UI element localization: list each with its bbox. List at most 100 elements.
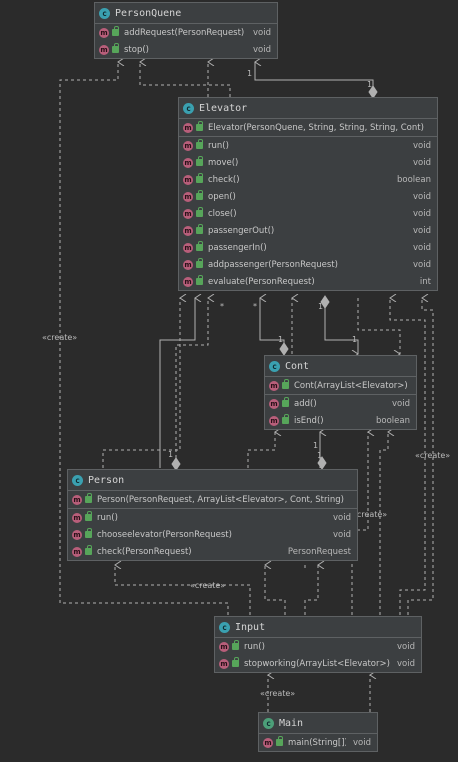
method-row[interactable]: m stopworking(ArrayList<Elevator>) void: [215, 655, 421, 672]
class-header: c PersonQuene: [95, 3, 277, 24]
class-header: c Input: [215, 617, 421, 638]
method-icon: m: [269, 380, 279, 391]
public-visibility-icon: [196, 139, 203, 149]
constructor-name: Person(PersonRequest, ArrayList<Elevator…: [97, 494, 344, 505]
class-name: Main: [279, 717, 304, 729]
public-visibility-icon: [282, 414, 289, 424]
edge-elevator-personquene: [255, 62, 374, 97]
method-name: passengerIn(): [208, 242, 267, 253]
method-type: void: [333, 512, 351, 523]
class-input[interactable]: c Input m run() void m stopworking(ArrayLis…: [214, 616, 422, 673]
method-icon: m: [72, 529, 82, 540]
methods-section: m run() void m stopworking(ArrayList<Elevat…: [215, 638, 421, 672]
method-icon: m: [72, 494, 82, 505]
class-person[interactable]: c Person m Person(PersonRequest, ArrayLi…: [67, 469, 358, 561]
edge-input-person-3: [304, 565, 318, 615]
method-icon: m: [99, 44, 109, 55]
method-row[interactable]: m run() void: [215, 638, 421, 655]
edge-elevator-cont-dep: [357, 298, 400, 354]
main-class-icon: c: [263, 717, 274, 729]
constructor-row[interactable]: m Elevator(PersonQuene, String, String, …: [179, 119, 437, 136]
method-icon: m: [183, 259, 193, 270]
label-one-elevator: 1: [318, 302, 324, 311]
method-name: main(String[]): [288, 737, 346, 748]
method-name: stopworking(ArrayList<Elevator>): [244, 658, 390, 669]
label-create-right: «create»: [415, 451, 451, 460]
method-type: boolean: [397, 174, 431, 185]
edge-elevator-personquene-dep: [140, 62, 231, 97]
method-icon: m: [183, 225, 193, 236]
label-create-input-person: «create»: [190, 581, 226, 590]
label-one-person-cont-b: 1: [317, 451, 323, 460]
method-type: void: [413, 191, 431, 202]
method-type: void: [397, 658, 415, 669]
method-row[interactable]: m stop() void: [95, 41, 277, 58]
method-icon: m: [183, 208, 193, 219]
class-header: c Main: [259, 713, 377, 734]
label-one-cont: 1: [352, 335, 358, 344]
public-visibility-icon: [232, 657, 239, 667]
constructor-section: m Person(PersonRequest, ArrayList<Elevat…: [68, 491, 357, 509]
class-personquene[interactable]: c PersonQuene m addRequest(PersonRequest…: [94, 2, 278, 59]
class-icon: c: [72, 474, 83, 486]
edge-elevator-cont: [324, 298, 358, 354]
constructor-row[interactable]: m Cont(ArrayList<Elevator>): [265, 377, 416, 394]
edge-cont-elevator: [260, 298, 285, 354]
label-one-person-cont-a: 1: [313, 441, 319, 450]
method-type: int: [419, 276, 431, 287]
method-icon: m: [72, 546, 82, 557]
label-create-person-cont: «create»: [352, 510, 388, 519]
public-visibility-icon: [112, 26, 119, 36]
method-type: void: [392, 398, 410, 409]
class-icon: c: [183, 102, 194, 114]
public-visibility-icon: [196, 121, 203, 131]
method-name: run(): [97, 512, 118, 523]
method-type: void: [397, 641, 415, 652]
method-type: void: [413, 242, 431, 253]
class-elevator[interactable]: c Elevator m Elevator(PersonQuene, Strin…: [178, 97, 438, 291]
class-header: c Person: [68, 470, 357, 491]
class-name: PersonQuene: [115, 7, 182, 19]
method-icon: m: [219, 641, 229, 652]
method-type: void: [333, 529, 351, 540]
method-name: open(): [208, 191, 236, 202]
public-visibility-icon: [276, 736, 283, 746]
method-icon: m: [219, 658, 229, 669]
method-type: void: [253, 27, 271, 38]
method-icon: m: [269, 398, 279, 409]
edge-input-cont-2: [379, 432, 388, 615]
label-one-cont-b: 1: [278, 335, 284, 344]
method-name: run(): [244, 641, 265, 652]
public-visibility-icon: [196, 190, 203, 200]
constructor-row[interactable]: m Person(PersonRequest, ArrayList<Elevat…: [68, 491, 357, 508]
edge-input-elevator: [407, 298, 434, 615]
method-name: passengerOut(): [208, 225, 275, 236]
class-name: Input: [235, 621, 266, 633]
method-type: void: [413, 208, 431, 219]
method-name: isEnd(): [294, 415, 324, 426]
method-icon: m: [183, 276, 193, 287]
method-icon: m: [183, 157, 193, 168]
label-one-person: 1: [168, 450, 174, 459]
method-row[interactable]: m addRequest(PersonRequest) void: [95, 24, 277, 41]
method-name: stop(): [124, 44, 149, 55]
class-name: Cont: [285, 360, 310, 372]
